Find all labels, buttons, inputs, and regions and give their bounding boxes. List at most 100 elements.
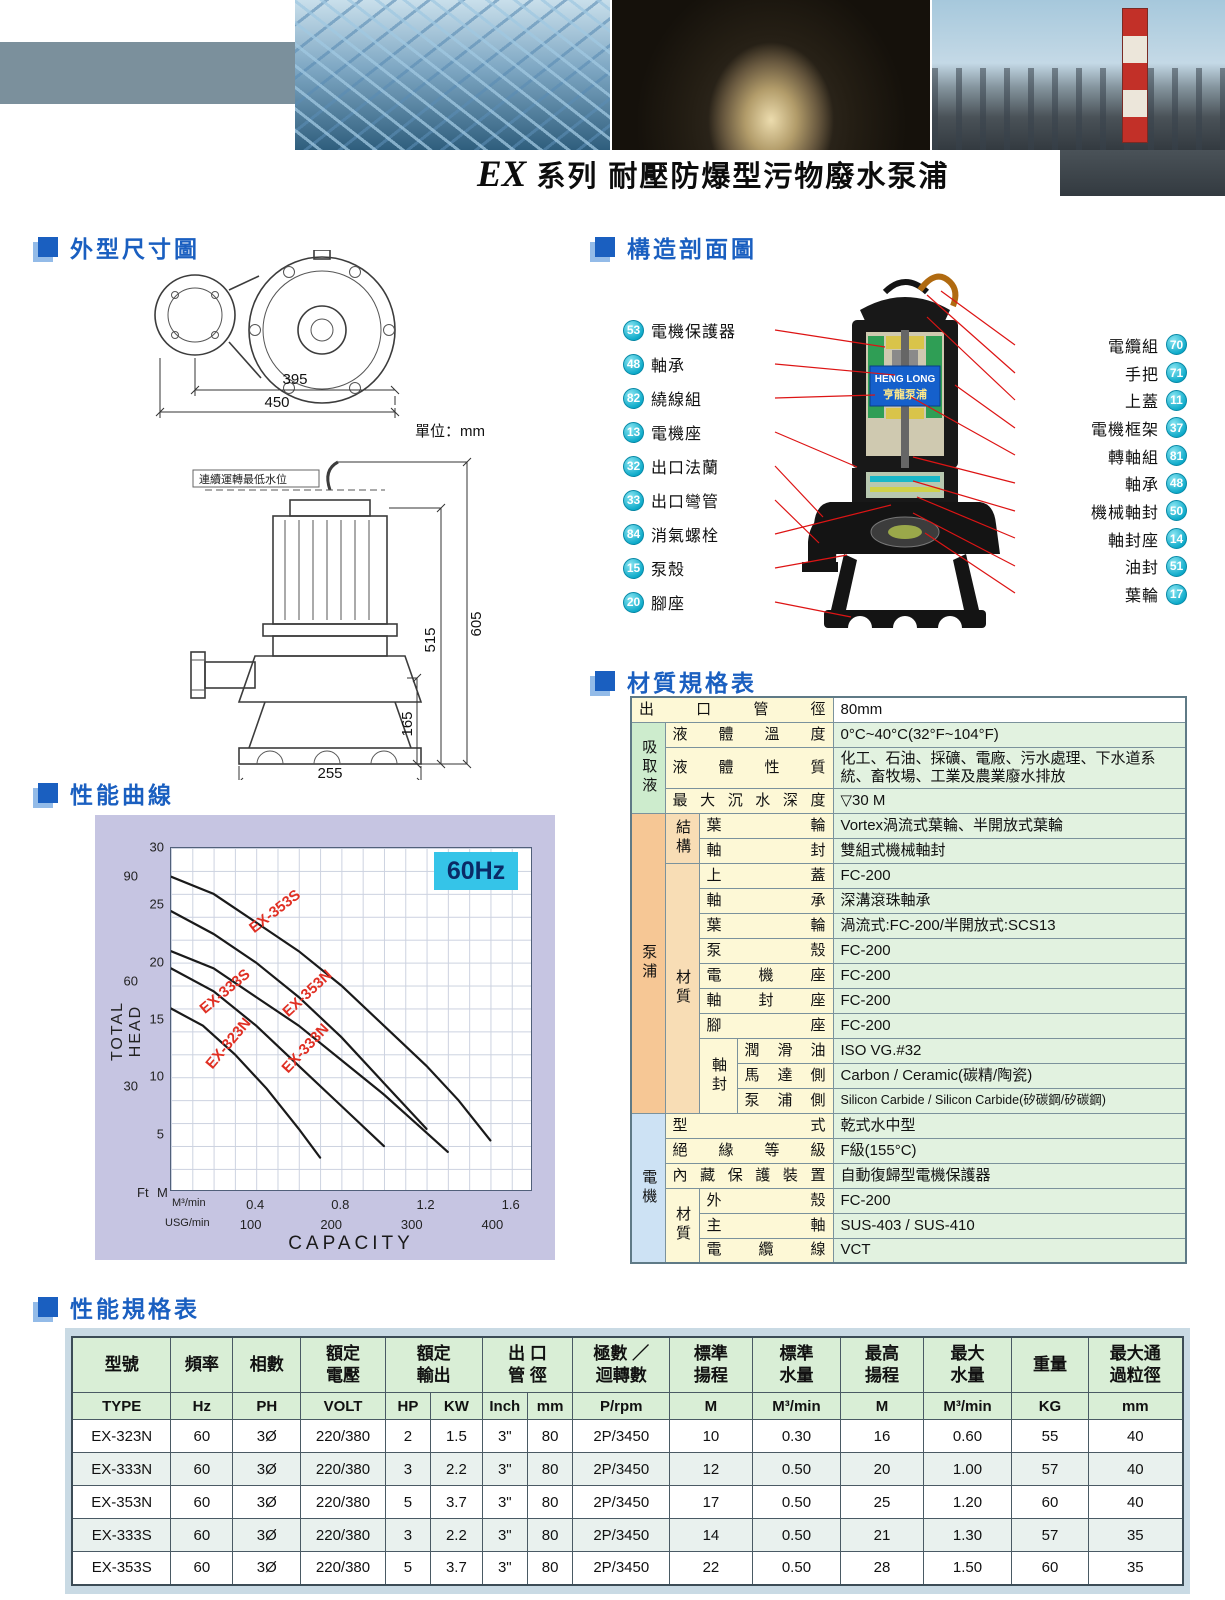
cell-max-head: 21 [840, 1518, 924, 1553]
col-header: 頻率 [170, 1336, 234, 1394]
table-row: EX-323N 60 3Ø 220/380 2 1.5 3" 80 2P/345… [71, 1419, 1184, 1454]
col-header: 標準 水量 [751, 1336, 842, 1394]
part-number-badge: 84 [623, 523, 644, 545]
cell-weight: 60 [1011, 1551, 1089, 1586]
part-label: 53 電機保護器 [623, 313, 736, 347]
part-number-badge: 20 [623, 591, 644, 613]
cell-hz: 60 [170, 1485, 234, 1520]
cell-inch: 3" [481, 1485, 528, 1520]
material-value-cell: FC-200 [832, 962, 1187, 989]
material-group-cell: 泵浦 [630, 812, 666, 1114]
series-logo: EX [477, 153, 527, 195]
part-name: 電機座 [651, 426, 703, 443]
svg-text:255: 255 [317, 765, 342, 780]
material-label-cell: 液體性質 [664, 746, 834, 789]
material-label-cell: 腳座 [698, 1012, 834, 1039]
cell-max-flow: 1.20 [922, 1485, 1013, 1520]
svg-text:395: 395 [282, 371, 307, 388]
cell-max-head: 25 [840, 1485, 924, 1520]
cell-std-flow: 0.30 [751, 1419, 842, 1454]
part-name: 腳座 [651, 596, 686, 613]
dimension-side-view [190, 460, 423, 765]
cell-std-head: 17 [669, 1485, 753, 1520]
section-heading-material: 材質規格表 [595, 664, 757, 698]
cell-kw: 2.2 [430, 1518, 483, 1553]
col-unit: M [669, 1392, 753, 1421]
part-label: 48 軸承 [623, 347, 736, 381]
table-row: EX-353N 60 3Ø 220/380 5 3.7 3" 80 2P/345… [71, 1485, 1184, 1520]
part-label: 70 電纜組 [1091, 331, 1187, 359]
material-label-cell: 泵殼 [698, 937, 834, 964]
material-group-cell: 吸取液 [630, 721, 666, 814]
part-name: 泵殼 [651, 562, 686, 579]
cell-prpm: 2P/3450 [572, 1518, 671, 1553]
col-header: 額定 電壓 [300, 1336, 386, 1394]
part-label: 50 機械軸封 [1091, 497, 1187, 525]
axis-tick: 20 [149, 954, 164, 970]
banner-accent-bar [0, 42, 295, 104]
material-value-cell: F級(155°C) [832, 1137, 1187, 1164]
part-name: 出口彎管 [651, 494, 720, 511]
x-axis-label: CAPACITY [288, 1233, 414, 1254]
part-number-badge: 51 [1166, 555, 1187, 577]
part-name: 機械軸封 [1090, 504, 1159, 522]
cell-max-head: 16 [840, 1419, 924, 1454]
section-square-icon [595, 237, 615, 257]
col-unit: HP [384, 1392, 432, 1421]
photo-steel-structure [295, 0, 610, 150]
part-number-badge: 33 [623, 489, 644, 511]
part-number-badge: 53 [623, 319, 644, 341]
base-legs [831, 554, 979, 610]
svg-text:605: 605 [468, 611, 485, 636]
cell-std-flow: 0.50 [751, 1551, 842, 1586]
photo-refinery [930, 0, 1225, 150]
part-number-badge: 32 [623, 455, 644, 477]
axis-tick: 1.2 [416, 1197, 435, 1212]
performance-table-body: EX-323N 60 3Ø 220/380 2 1.5 3" 80 2P/345… [71, 1419, 1184, 1586]
part-name: 電機保護器 [651, 324, 737, 341]
section-square-icon [595, 671, 615, 691]
cell-std-head: 12 [669, 1452, 753, 1487]
cell-type: EX-323N [71, 1419, 172, 1454]
material-label-cell: 電纜線 [698, 1237, 834, 1264]
cell-particle: 35 [1087, 1518, 1184, 1553]
cell-max-flow: 0.60 [922, 1419, 1013, 1454]
col-header: 出 口 管 徑 [481, 1336, 574, 1394]
cell-prpm: 2P/3450 [572, 1485, 671, 1520]
part-name: 出口法蘭 [651, 460, 720, 477]
performance-curve [171, 950, 449, 1153]
chimney-graphic [1122, 8, 1148, 143]
cell-std-flow: 0.50 [751, 1518, 842, 1553]
material-spec-table: 出口管徑 80mm 吸取液 液體溫度 0°C~40°C(32°F~104°F) … [630, 696, 1187, 1264]
photo-refinery-extension [1060, 150, 1225, 196]
performance-unit-row: TYPE Hz PH VOLT HP KW Inch mm P/rpm M M³… [71, 1392, 1184, 1421]
part-number-badge: 13 [623, 421, 644, 443]
material-value-cell: Carbon / Ceramic(碳精/陶瓷) [832, 1062, 1187, 1089]
material-label-cell: 絕緣等級 [664, 1137, 834, 1164]
axis-tick: 10 [149, 1068, 164, 1084]
col-header: 最大通 過粒徑 [1087, 1336, 1184, 1394]
material-label-cell: 最大沉水深度 [664, 787, 834, 814]
pump-top-cover [860, 297, 950, 323]
section-square-icon [38, 783, 58, 803]
performance-curve [171, 1007, 322, 1159]
part-label: 20 腳座 [623, 585, 736, 619]
axis-tick: 0.8 [331, 1197, 350, 1212]
material-subgroup-cell: 軸封 [698, 1037, 738, 1114]
cell-inch: 3" [481, 1419, 528, 1454]
col-header: 最高 揚程 [840, 1336, 924, 1394]
part-name: 轉軸組 [1107, 449, 1159, 467]
col-unit: Hz [170, 1392, 234, 1421]
cell-ph: 3Ø [232, 1452, 302, 1487]
part-label: 48 軸承 [1091, 469, 1187, 497]
material-label-cell: 出口管徑 [630, 696, 834, 723]
cell-max-flow: 1.50 [922, 1551, 1013, 1586]
axis-tick: 30 [123, 1078, 138, 1094]
col-unit: Inch [481, 1392, 528, 1421]
part-label: 37 電機框架 [1091, 414, 1187, 442]
col-header: 標準 揚程 [669, 1336, 753, 1394]
cell-hp: 5 [384, 1551, 432, 1586]
dimension-top-view-dims: 395 450 單位：mm [155, 358, 485, 440]
page-title-text: 系列 耐壓防爆型污物廢水泵浦 [536, 161, 950, 193]
cell-kw: 3.7 [430, 1551, 483, 1586]
